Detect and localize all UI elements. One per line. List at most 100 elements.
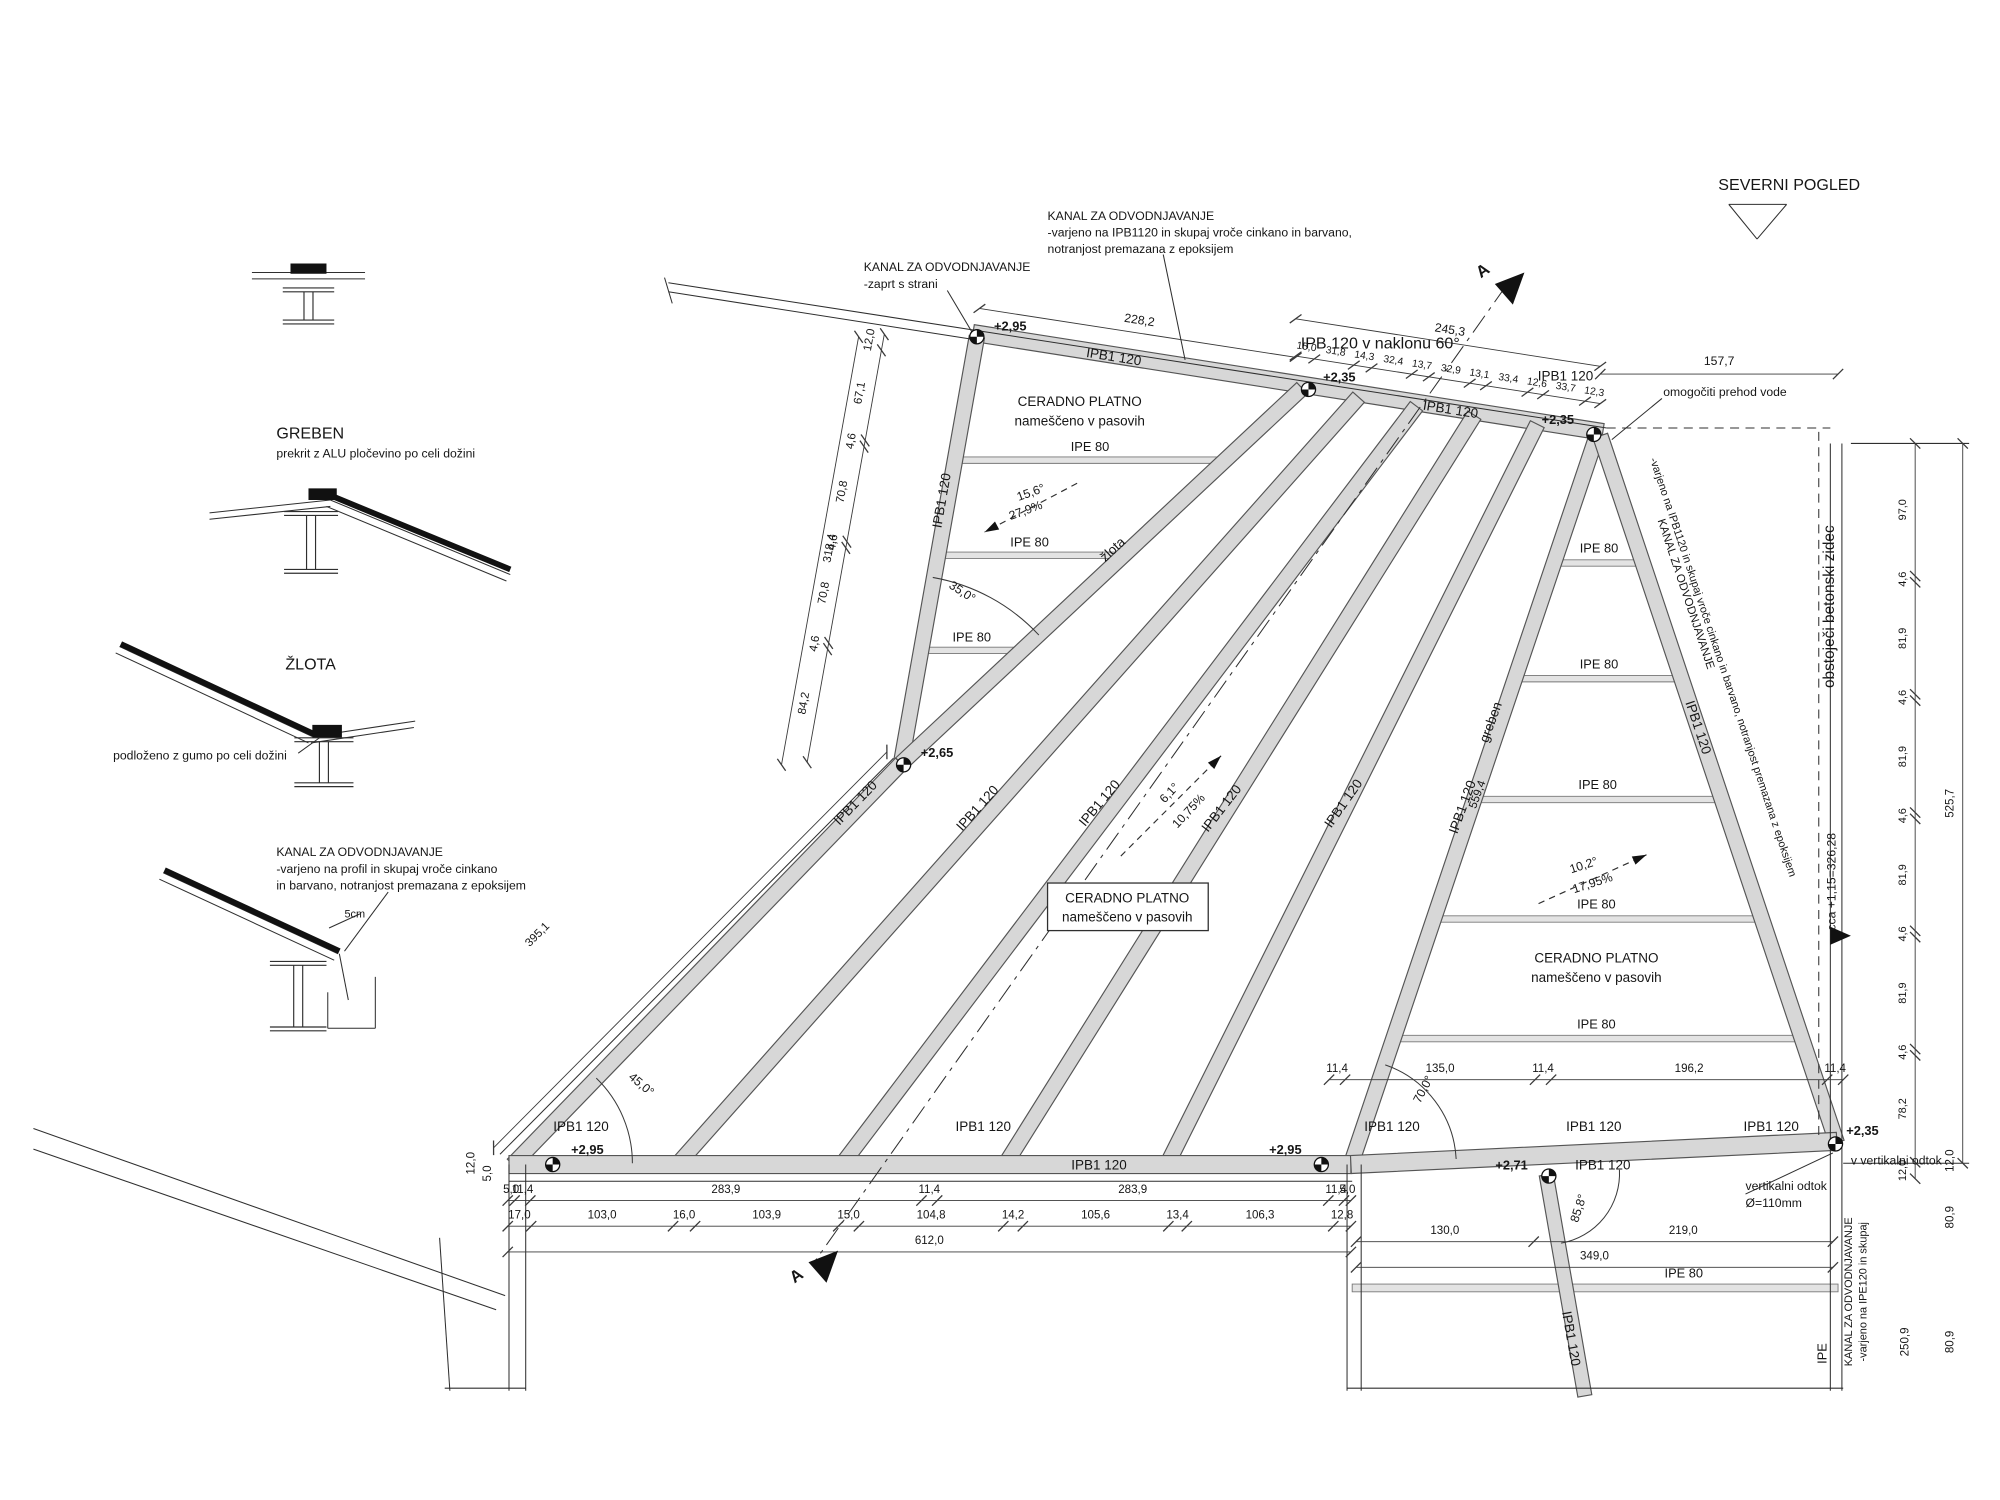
purlin-label: IPE 80: [1577, 897, 1616, 912]
dim-tick: [1957, 1157, 1969, 1169]
dim-tick: [1323, 1074, 1335, 1086]
beam-label: IPB1 120: [1422, 398, 1479, 421]
elevation-marker-fill: [1593, 427, 1601, 435]
dim-tick: [1909, 813, 1921, 825]
odtok-note-1: vertikalni odtok: [1746, 1179, 1828, 1193]
dim-tick: [1345, 1246, 1357, 1258]
drawing-line: [344, 891, 389, 952]
elevation-marker-fill: [1828, 1143, 1836, 1152]
dim-label: 11,4: [918, 1184, 940, 1196]
dim-tick: [1479, 380, 1493, 391]
kanal-bottom-1: KANAL ZA ODVODNJAVANJE: [1843, 1217, 1855, 1366]
elevation-marker-fill: [1301, 389, 1309, 397]
dim-tick: [1365, 363, 1378, 373]
drawing-line: [209, 505, 331, 520]
slope-arrowhead: [984, 521, 1000, 533]
dim-tick: [1181, 1220, 1193, 1232]
ipe80-purlin: [936, 551, 1124, 559]
dim-tick: [1162, 1220, 1174, 1232]
dim-tick: [1909, 576, 1921, 588]
dim-tick: [689, 1220, 701, 1232]
dim-label: 81,9: [1897, 982, 1909, 1003]
dim-label: 228,2: [1123, 311, 1156, 330]
dim-label: 135,0: [1426, 1063, 1455, 1075]
slope-arrowhead: [1631, 854, 1647, 865]
angle-arc: [932, 576, 1040, 636]
angle-label: 45,0°: [626, 1070, 657, 1099]
dim-tick: [1832, 368, 1844, 380]
greben-sub: prekrit z ALU pločevino po celi dožini: [276, 447, 475, 461]
dim-label: 104,8: [917, 1210, 946, 1222]
dim-tick: [1289, 313, 1302, 324]
elevation-marker-fill: [1548, 1169, 1556, 1177]
elevation-marker-fill: [896, 764, 904, 772]
kanal-detail-3: in barvano, notranjost premazana z epoks…: [276, 878, 526, 892]
dim-label: 4,6: [826, 533, 841, 551]
dim-label: 4,6: [844, 432, 859, 450]
purlin-label: IPE 80: [1010, 534, 1049, 549]
dim-label: 33,4: [1498, 372, 1520, 386]
dim-label: 67,1: [852, 381, 868, 405]
ceradno-3a: CERADNO PLATNO: [1534, 951, 1658, 966]
dim-tick: [1529, 1074, 1541, 1086]
dim-label: 80,9: [1945, 1206, 1957, 1228]
dim-tick: [1338, 1194, 1350, 1207]
dim-tick: [1594, 368, 1606, 380]
dim-tick: [802, 755, 812, 769]
elevation-marker-fill: [1321, 1157, 1329, 1165]
dim-line: [979, 308, 1296, 358]
dim-tick: [1350, 1261, 1362, 1273]
dim-label: 70,8: [816, 581, 832, 605]
detail-plate: [312, 724, 342, 738]
dim-label: 4,6: [808, 635, 823, 653]
dim-label: 5,0: [482, 1165, 494, 1181]
dim-tick: [1578, 396, 1592, 407]
elevation-label: +2,95: [1269, 1142, 1302, 1157]
odtok-note-3: v vertikalni odtok: [1851, 1154, 1943, 1168]
dim-tick: [509, 1194, 521, 1207]
dim-tick: [1345, 1194, 1357, 1207]
kanal-detail-1: KANAL ZA ODVODNJAVANJE: [276, 845, 443, 859]
drawing-line: [946, 290, 973, 332]
dim-tick: [853, 330, 864, 344]
dim-tick: [997, 1220, 1009, 1232]
dim-label: 12,8: [1331, 1210, 1353, 1222]
ipb-beam: [834, 400, 1424, 1170]
drawing-line: [1756, 204, 1788, 240]
angle-arc: [595, 1077, 633, 1164]
purlin-label: IPE 80: [1071, 439, 1110, 454]
dim-label: 80,9: [1945, 1331, 1957, 1353]
dim-tick: [1405, 369, 1419, 379]
dim-tick: [822, 642, 833, 656]
dim-line: [781, 336, 860, 765]
elevation-label: +2,95: [571, 1142, 604, 1157]
detail-plate: [290, 263, 327, 274]
slope-label: 6,1°: [1157, 780, 1182, 806]
dim-tick: [860, 434, 870, 447]
drawing-line: [159, 878, 335, 961]
beam-label: IPB1 120: [1538, 368, 1593, 383]
kanal-top-note-2: -varjeno na IPB1120 in skupaj vroče cink…: [1048, 226, 1352, 240]
dim-tick: [502, 1194, 514, 1207]
ipe80-purlin: [1516, 675, 1682, 683]
drawing-line: [1745, 1152, 1834, 1195]
drawing-line: [209, 499, 331, 514]
drawing-line: [33, 1128, 506, 1297]
dim-tick: [1827, 1236, 1839, 1248]
slope-arrow-line: [1538, 854, 1647, 905]
sheet-metal-line: [119, 641, 315, 737]
kanal-left-note-2: -zaprt s strani: [864, 277, 938, 291]
dim-label: 11,4: [1824, 1063, 1846, 1075]
dim-tick: [915, 1194, 928, 1207]
dim-tick: [824, 636, 834, 650]
dim-tick: [1837, 1074, 1849, 1086]
elevation-label: +2,95: [994, 318, 1026, 333]
beam-label: IPB1 120: [1743, 1119, 1798, 1134]
odtok-note-2: Ø=110mm: [1746, 1196, 1802, 1210]
dim-tick: [1909, 694, 1921, 707]
elevation-marker-fill: [1835, 1136, 1843, 1144]
dim-label: 4,6: [1897, 1045, 1909, 1060]
dim-label: 245,3: [1434, 320, 1467, 339]
drawing-line: [326, 505, 507, 582]
dim-tick: [879, 327, 889, 341]
